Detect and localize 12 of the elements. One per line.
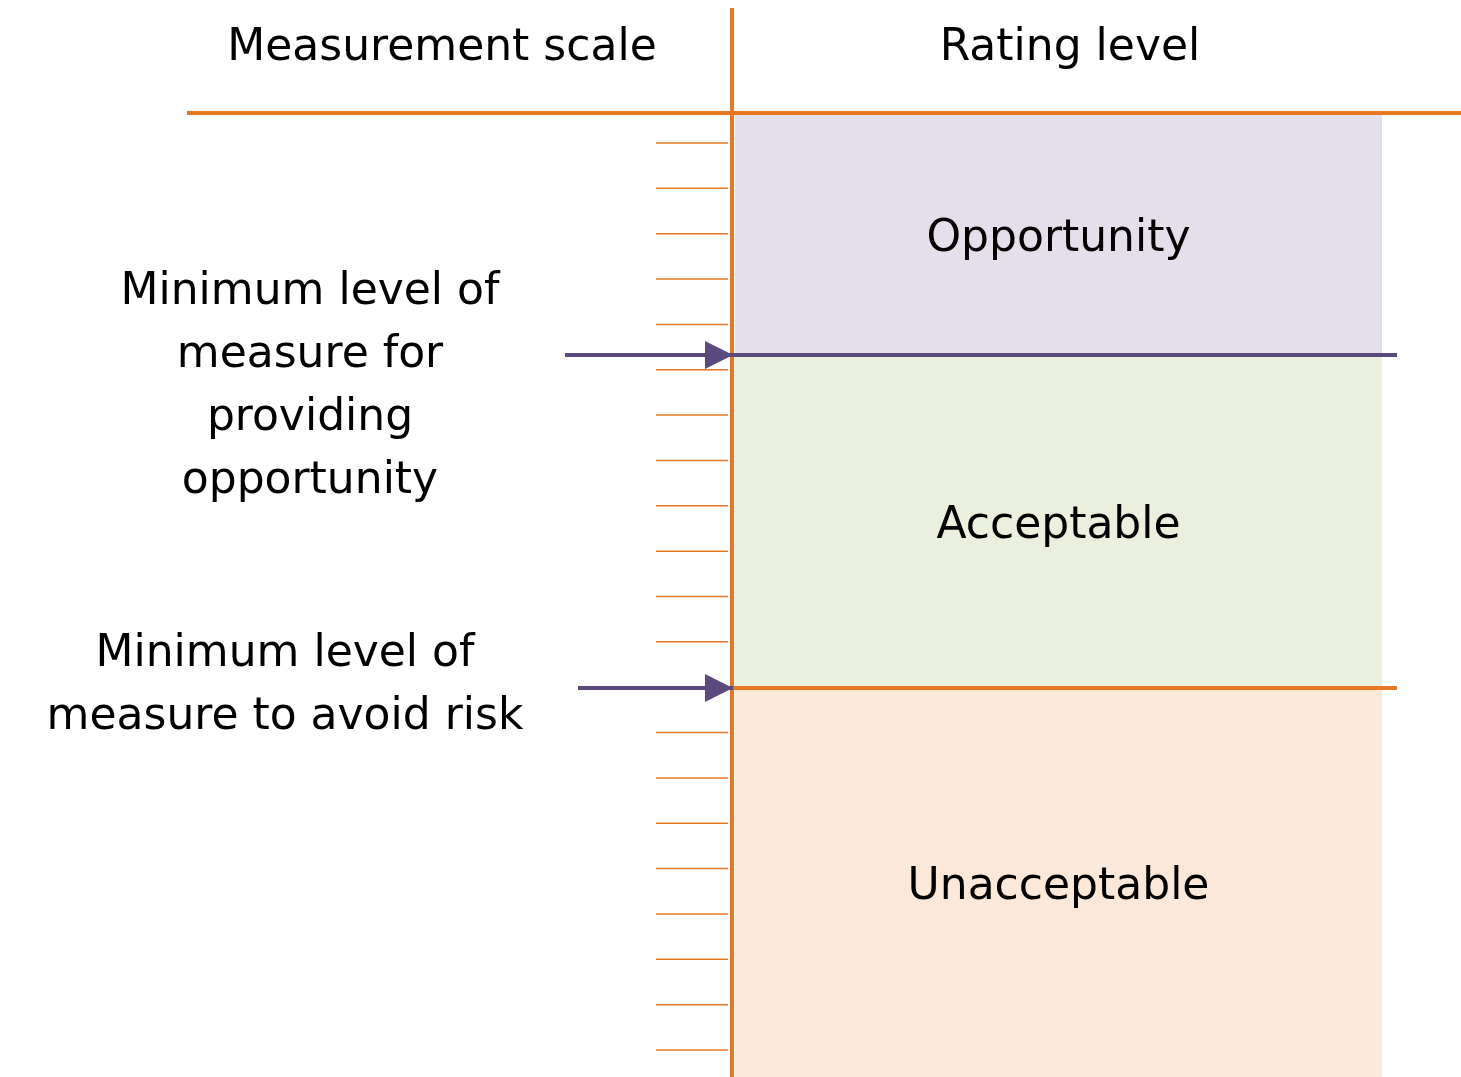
rating-band bbox=[735, 690, 1382, 1077]
note-text: Minimum level of measure for providing opportunity bbox=[119, 262, 502, 505]
column-heading: Measurement scale bbox=[226, 18, 658, 72]
band-label: Acceptable bbox=[936, 496, 1181, 550]
rating-band bbox=[735, 357, 1382, 688]
arrow bbox=[578, 674, 733, 702]
arrow bbox=[565, 341, 733, 369]
band-label: Opportunity bbox=[926, 208, 1191, 263]
rating-band bbox=[735, 115, 1382, 355]
note-text: Minimum level of measure to avoid risk bbox=[45, 624, 525, 741]
band-label: Unacceptable bbox=[907, 857, 1210, 911]
column-heading: Rating level bbox=[938, 18, 1202, 72]
